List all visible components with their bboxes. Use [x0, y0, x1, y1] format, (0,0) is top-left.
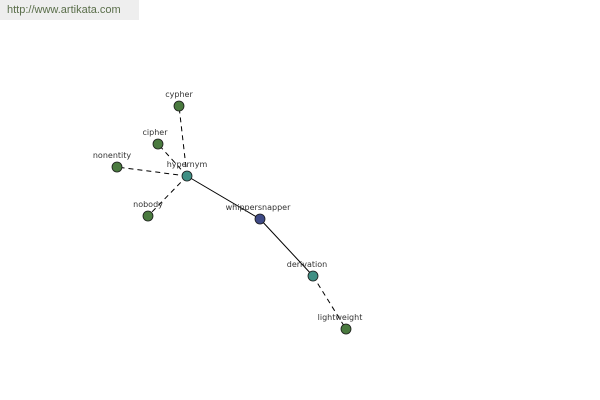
- edge-derivation-lightweight: [312, 275, 347, 330]
- node-nonentity[interactable]: nonentity: [93, 151, 132, 173]
- node-cipher[interactable]: cipher: [143, 128, 169, 150]
- url-label[interactable]: http://www.artikata.com: [0, 0, 139, 20]
- node-label-cipher: cipher: [143, 128, 169, 137]
- edge-hypernym-nonentity: [116, 166, 188, 177]
- node-derivation[interactable]: derivation: [287, 260, 327, 282]
- node-lightweight[interactable]: lightweight: [318, 313, 363, 335]
- edge-hypernym-cipher: [157, 143, 188, 177]
- node-hypernym[interactable]: hypernym: [167, 160, 208, 182]
- node-circle-nonentity[interactable]: [111, 161, 123, 173]
- edge-hypernym-nobody: [147, 175, 188, 217]
- node-circle-nobody[interactable]: [142, 210, 154, 222]
- node-circle-lightweight[interactable]: [340, 323, 352, 335]
- node-label-nobody: nobody: [133, 200, 163, 209]
- edge-hypernym-cypher: [178, 105, 188, 177]
- node-circle-whippersnapper[interactable]: [254, 213, 266, 225]
- node-circle-hypernym[interactable]: [181, 170, 193, 182]
- node-circle-derivation[interactable]: [307, 270, 319, 282]
- node-cypher[interactable]: cypher: [165, 90, 193, 112]
- node-label-whippersnapper: whippersnapper: [226, 203, 291, 212]
- edge-whippersnapper-derivation: [259, 218, 314, 277]
- node-label-hypernym: hypernym: [167, 160, 208, 169]
- node-layer: cypher cipher nonentity nobody hypernym whipp…: [93, 90, 363, 335]
- node-label-nonentity: nonentity: [93, 151, 132, 160]
- edge-layer: [116, 105, 347, 330]
- node-nobody[interactable]: nobody: [133, 200, 163, 222]
- node-whippersnapper[interactable]: whippersnapper: [226, 203, 291, 225]
- node-label-derivation: derivation: [287, 260, 327, 269]
- node-circle-cipher[interactable]: [152, 138, 164, 150]
- node-label-lightweight: lightweight: [318, 313, 363, 322]
- node-circle-cypher[interactable]: [173, 100, 185, 112]
- edge-whippersnapper-hypernym: [186, 175, 261, 220]
- node-label-cypher: cypher: [165, 90, 193, 99]
